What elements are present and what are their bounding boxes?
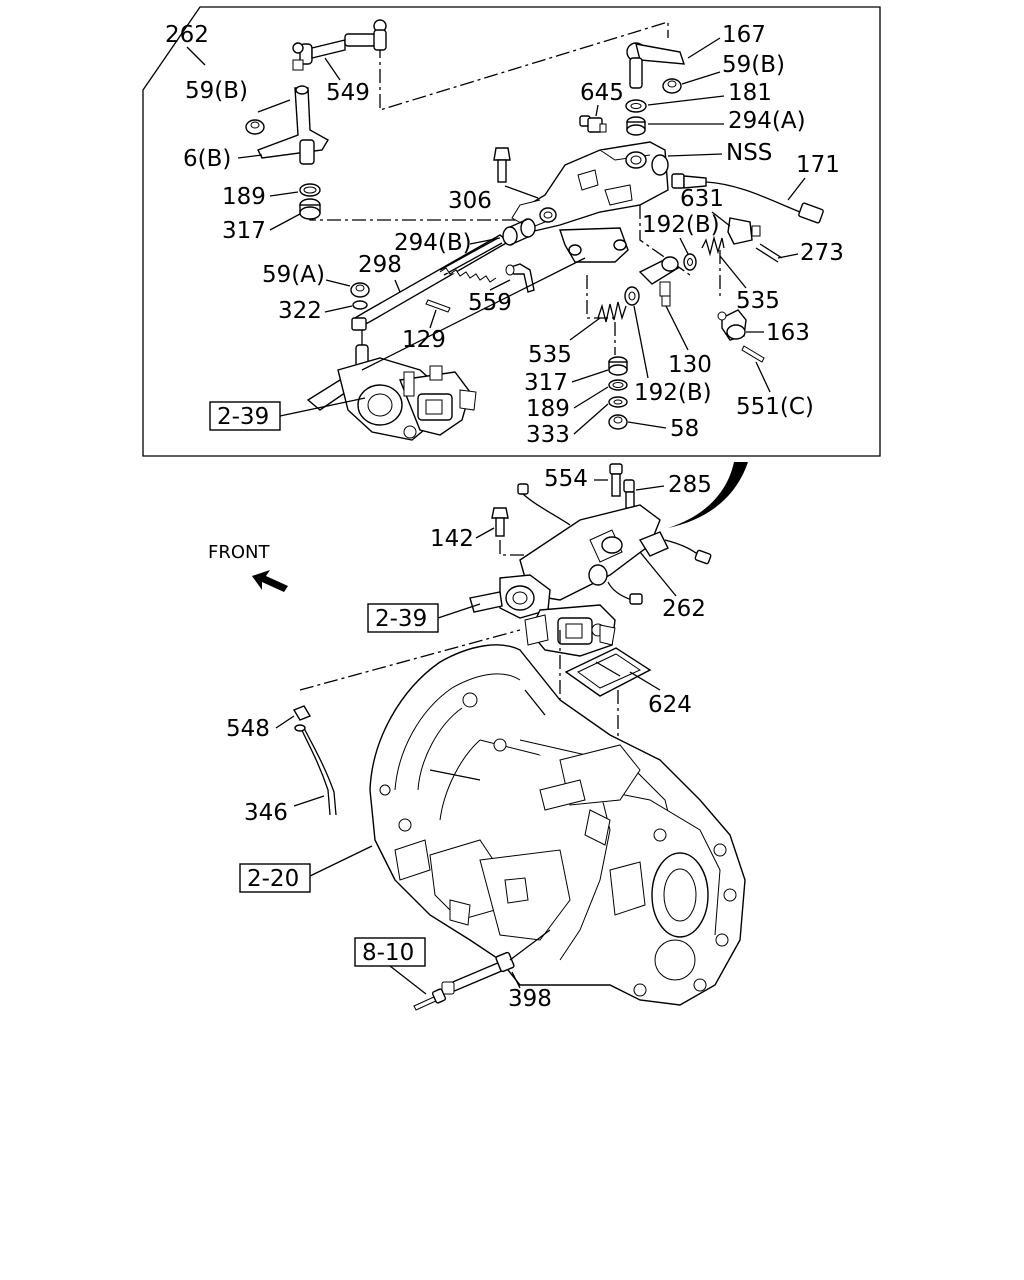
label-298: 298 <box>358 252 402 278</box>
washer-333 <box>608 396 628 408</box>
label-130: 130 <box>668 352 712 378</box>
label-398: 398 <box>508 986 552 1012</box>
label-346: 346 <box>244 800 288 826</box>
label-142: 142 <box>430 526 474 552</box>
lever-6b <box>257 85 329 165</box>
ring-189-top <box>299 183 321 197</box>
pin-551c <box>741 345 765 363</box>
label-59b-right: 59(B) <box>722 52 785 78</box>
label-551c: 551(C) <box>736 394 814 420</box>
ref-label-2-39-top: 2-39 <box>217 404 269 430</box>
bush-294b <box>502 218 536 246</box>
label-294b: 294(B) <box>394 230 472 256</box>
inset-frame-label: 262 <box>165 22 209 48</box>
inset-frame <box>142 6 881 457</box>
bracket-housing <box>511 141 669 263</box>
bolt-306 <box>493 147 511 183</box>
transmission-case <box>369 644 746 1006</box>
washer-192b-top <box>683 253 697 271</box>
shift-unit-main <box>469 483 712 657</box>
nut-59b-left <box>245 119 265 135</box>
ref-box-2-39-mid[interactable] <box>367 603 439 633</box>
link-rod-549 <box>292 19 387 71</box>
label-59a: 59(A) <box>262 262 325 288</box>
sensor-398 <box>441 951 515 995</box>
label-294a: 294(A) <box>728 108 806 134</box>
label-273: 273 <box>800 240 844 266</box>
bolt-142 <box>491 507 509 537</box>
clip-548 <box>292 705 312 721</box>
ref-label-2-39-mid: 2-39 <box>375 606 427 632</box>
label-554: 554 <box>544 466 588 492</box>
label-548: 548 <box>226 716 270 742</box>
label-559: 559 <box>468 290 512 316</box>
label-262-mid: 262 <box>662 596 706 622</box>
bolt-554 <box>609 463 623 497</box>
label-317-top: 317 <box>222 218 266 244</box>
bush-294a <box>626 116 646 136</box>
label-549: 549 <box>326 80 370 106</box>
label-631: 631 <box>680 186 724 212</box>
ring-189-mid <box>608 379 628 391</box>
block-631 <box>727 217 761 245</box>
pipe-559 <box>505 263 535 293</box>
front-label: FRONT <box>208 542 270 563</box>
label-322: 322 <box>278 298 322 324</box>
label-58: 58 <box>670 416 699 442</box>
hose-346 <box>294 724 337 816</box>
label-189-mid: 189 <box>526 396 570 422</box>
nut-59a <box>350 282 370 298</box>
label-535-right: 535 <box>736 288 780 314</box>
label-333: 333 <box>526 422 570 448</box>
lever-167 <box>626 42 686 89</box>
label-192b-top: 192(B) <box>642 212 720 238</box>
washer-181 <box>625 99 647 113</box>
bush-317-mid <box>608 356 628 376</box>
label-59b-left: 59(B) <box>185 78 248 104</box>
spring-535-mid <box>597 301 627 323</box>
switch-285 <box>623 479 635 509</box>
label-624: 624 <box>648 692 692 718</box>
spring-535-right <box>701 235 725 257</box>
ref-label-2-20: 2-20 <box>247 866 299 892</box>
switch-645 <box>579 115 607 133</box>
plunger-130 <box>638 256 680 307</box>
ref-label-8-10: 8-10 <box>362 940 414 966</box>
nut-59b-right <box>662 78 682 94</box>
ref-box-8-10[interactable] <box>354 937 426 967</box>
bolt-8-10 <box>413 988 447 1011</box>
label-189-top: 189 <box>222 184 266 210</box>
front-arrow-icon <box>252 570 288 592</box>
washer-192b-mid <box>624 286 640 306</box>
shift-unit-inset <box>306 330 477 441</box>
label-645: 645 <box>580 80 624 106</box>
label-192b-mid: 192(B) <box>634 380 712 406</box>
nut-58 <box>608 414 628 430</box>
ref-box-2-20[interactable] <box>239 863 311 893</box>
label-285: 285 <box>668 472 712 498</box>
pin-129 <box>425 299 451 313</box>
lever-163 <box>717 309 747 341</box>
connector-arrow <box>668 462 748 528</box>
washer-322 <box>352 300 368 310</box>
label-6b: 6(B) <box>183 146 231 172</box>
label-167: 167 <box>722 22 766 48</box>
label-171: 171 <box>796 152 840 178</box>
gasket-624 <box>564 647 652 697</box>
label-535-mid: 535 <box>528 342 572 368</box>
sensor-171 <box>671 173 824 224</box>
label-306: 306 <box>448 188 492 214</box>
label-317-mid: 317 <box>524 370 568 396</box>
bush-317-top <box>299 198 321 220</box>
label-181: 181 <box>728 80 772 106</box>
pin-273 <box>755 243 783 263</box>
label-nss: NSS <box>726 140 772 166</box>
label-163: 163 <box>766 320 810 346</box>
